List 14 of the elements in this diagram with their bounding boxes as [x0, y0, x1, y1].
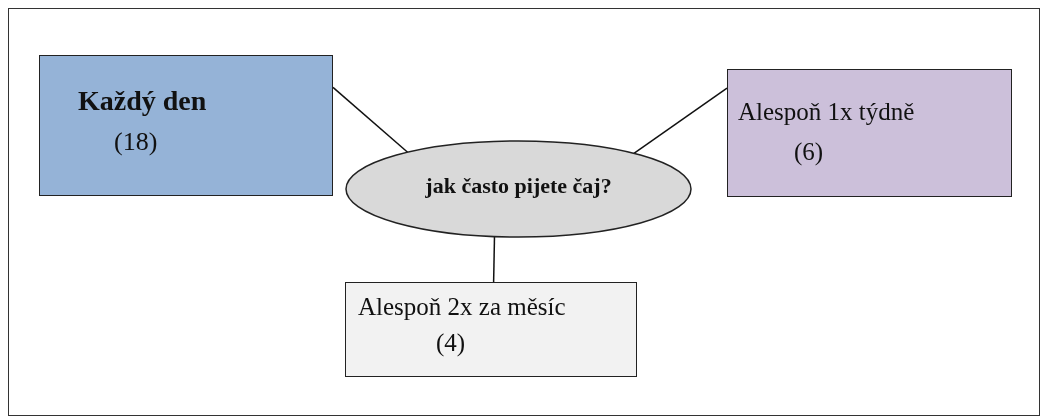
question-text: jak často pijete čaj?	[424, 174, 613, 199]
answer-box	[727, 69, 1012, 197]
question-ellipse	[345, 140, 692, 238]
connector-line	[492, 235, 496, 283]
answer-count: (6)	[794, 138, 824, 166]
answer-label: Každý den	[78, 86, 207, 117]
answer-label: Alespoň 2x za měsíc	[358, 293, 566, 321]
answer-count: (4)	[436, 329, 466, 357]
answer-count: (18)	[114, 128, 158, 157]
connector-line	[633, 87, 728, 155]
answer-box	[39, 55, 333, 196]
connector-line	[332, 86, 409, 153]
answer-label: Alespoň 1x týdně	[738, 98, 915, 126]
answer-box	[345, 282, 637, 377]
